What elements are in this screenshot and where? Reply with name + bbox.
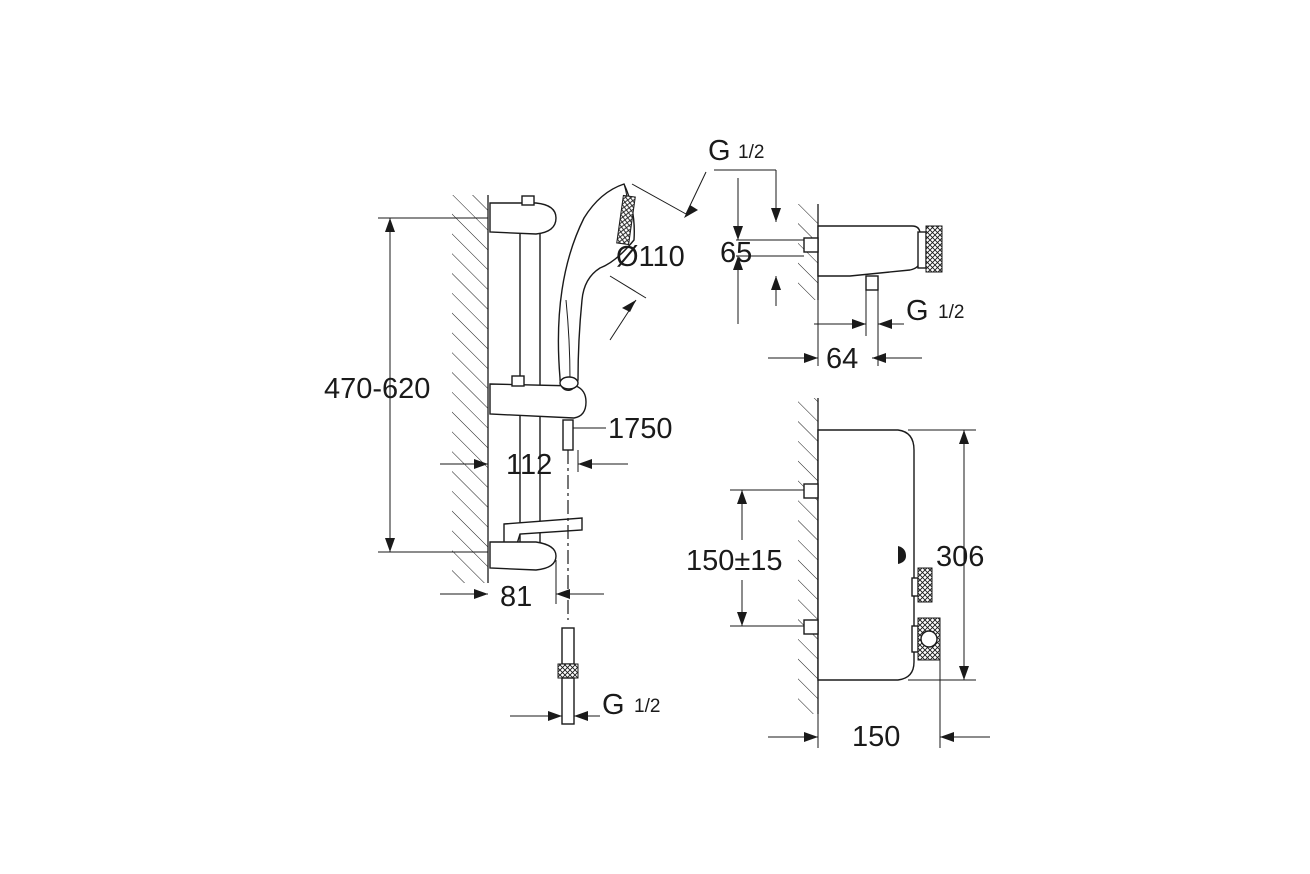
wall-hatch-rail [452,195,488,583]
spray-face [616,194,636,246]
dim-hose-length: 1750 [608,413,673,445]
temperature-knob-top [925,225,943,273]
rail-top-bracket [489,202,557,235]
slider-holder [489,383,587,419]
thermostat-body-front [817,429,915,681]
dim-spacing-65: 65 [720,237,752,269]
thread-top-size: 1/2 [738,142,764,163]
hose-end [557,627,579,725]
thread-hose-size: 1/2 [634,696,660,717]
thermostat-body-top [817,225,921,277]
shower-rail-view [378,171,707,725]
dim-rail-height: 470-620 [324,373,430,405]
rail-bottom-bracket [489,541,557,571]
wall-hatch-front [798,398,818,714]
thermostat-front-view [730,398,990,748]
thermostat-top-view [714,169,943,366]
dim-handshower-diameter: Ø110 [616,241,685,273]
hose-connector [562,419,574,451]
thread-outlet-symbol: G [906,295,929,327]
flow-knob-front [917,567,933,603]
dim-thermostat-depth: 150 [852,721,900,753]
outlet-top [865,275,879,291]
dim-holder-projection: 112 [506,449,552,481]
dim-thermostat-height: 306 [936,541,984,573]
dim-rail-projection: 81 [500,581,532,613]
thread-hose-symbol: G [602,689,625,721]
dim-connection-spacing: 150±15 [686,545,783,577]
thread-top-symbol: G [708,135,731,167]
dim-outlet-offset: 64 [826,343,858,375]
thread-outlet-size: 1/2 [938,302,964,323]
